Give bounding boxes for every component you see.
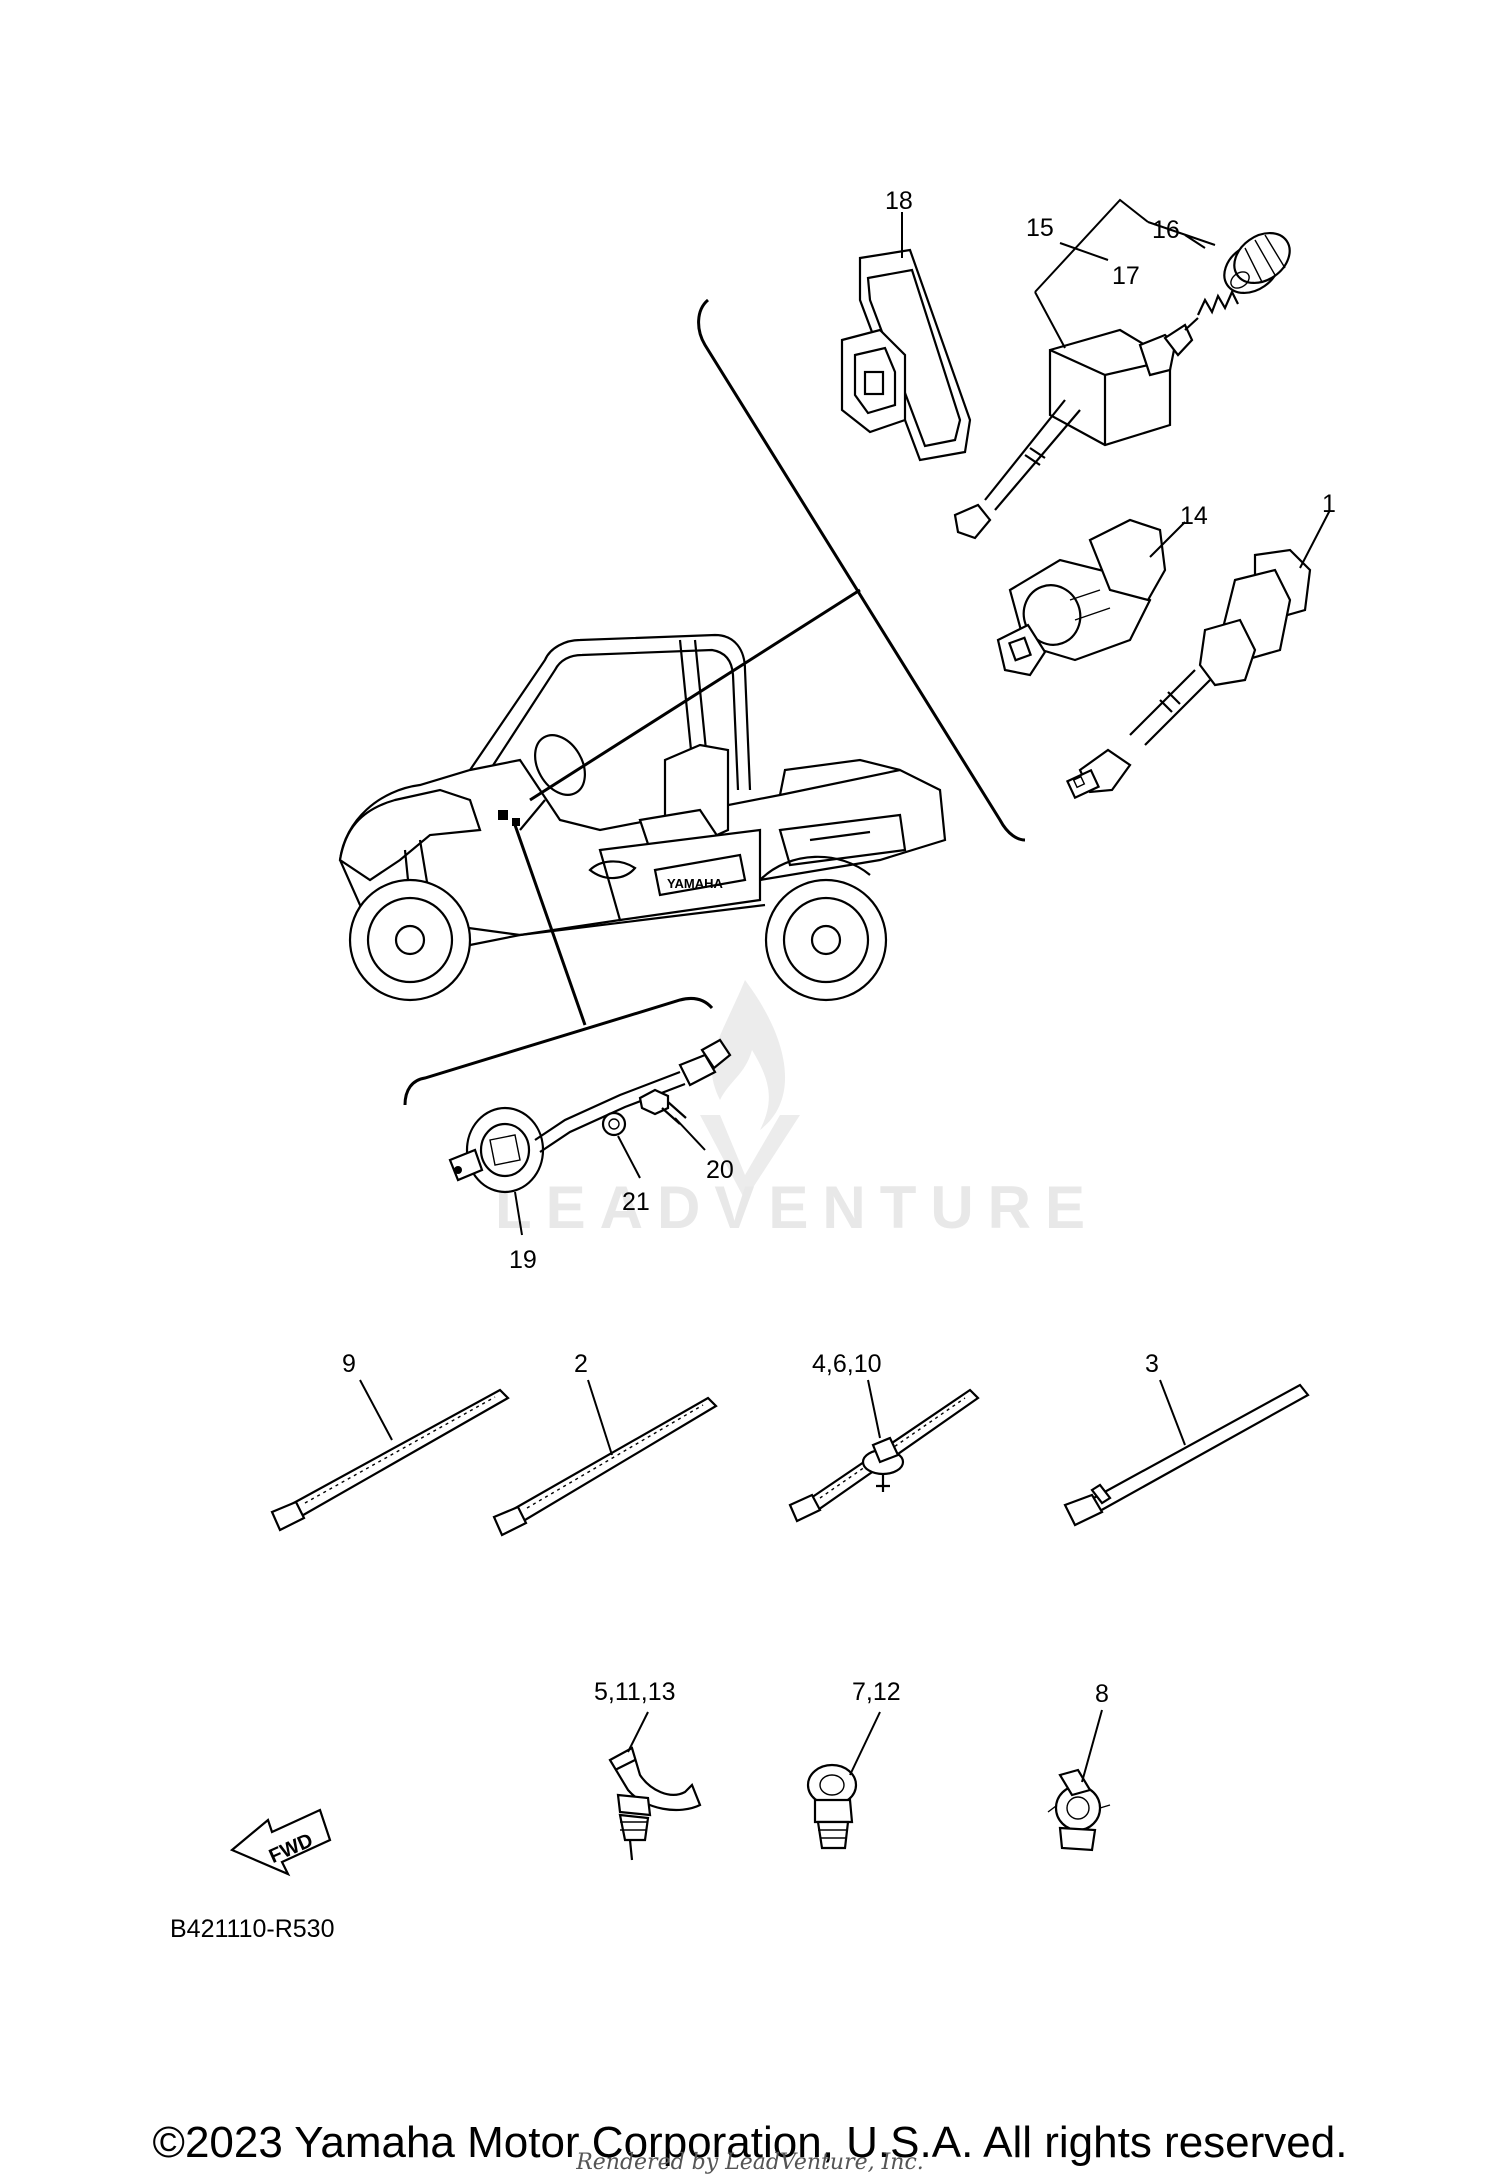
callout-4-6-10: 4,6,10 — [812, 1350, 882, 1378]
part-1-accessory-socket — [1065, 548, 1312, 800]
callout-19: 19 — [509, 1246, 537, 1274]
leader-19 — [514, 1191, 523, 1236]
vehicle-badge: YAMAHA — [667, 876, 723, 891]
leader-5-11-13 — [627, 1711, 649, 1753]
callout-9: 9 — [342, 1350, 356, 1378]
leader-14 — [1149, 521, 1186, 558]
pointer-to-top-group — [529, 588, 861, 802]
leader-8 — [1081, 1709, 1103, 1783]
part-21-grommet — [601, 1111, 627, 1137]
leader-17b — [1184, 234, 1206, 249]
part-19-sensor — [448, 1038, 732, 1194]
callout-17: 17 — [1112, 262, 1140, 290]
callout-3: 3 — [1145, 1350, 1159, 1378]
leader-4-6-10 — [867, 1379, 881, 1439]
callout-2: 2 — [574, 1350, 588, 1378]
leader-21 — [617, 1135, 641, 1179]
fwd-arrow-icon: FWD — [229, 1808, 332, 1877]
callout-16: 16 — [1152, 216, 1180, 244]
callout-8: 8 — [1095, 1680, 1109, 1708]
watermark-text: LEADVENTURE — [495, 1174, 1099, 1241]
callout-21: 21 — [622, 1188, 650, 1216]
part-17-spring — [1197, 289, 1239, 316]
part-5-11-13-clamp — [608, 1746, 702, 1861]
part-9-cable-tie — [270, 1388, 510, 1532]
leadventure-watermark: LEADVENTURE — [495, 980, 1099, 1241]
part-2-cable-tie — [492, 1396, 718, 1537]
callout-20: 20 — [706, 1156, 734, 1184]
callout-5-11-13: 5,11,13 — [594, 1678, 676, 1706]
part-14-switch — [996, 518, 1167, 677]
leader-2 — [587, 1379, 613, 1456]
part-16-knob — [1223, 231, 1291, 295]
callout-1: 1 — [1322, 490, 1336, 518]
callout-14: 14 — [1180, 502, 1208, 530]
diagram-code: B421110-R530 — [170, 1915, 334, 1943]
rendered-by-notice: Rendered by LeadVenture, Inc. — [576, 2150, 924, 2175]
copyright-notice: ©2023 Yamaha Motor Corporation, U.S.A. A… — [152, 2118, 1348, 2167]
pointer-to-bottom-group — [513, 824, 587, 1026]
group-divider-arc — [697, 298, 1026, 842]
leader-7-12 — [849, 1711, 881, 1776]
part-8-clamp — [1047, 1768, 1111, 1852]
leader-17 — [1059, 242, 1109, 261]
callout-18: 18 — [885, 187, 913, 215]
part-3-cable-tie — [1063, 1383, 1310, 1527]
part-20-bolt — [638, 1088, 687, 1125]
leader-1 — [1299, 509, 1331, 569]
leader-9 — [359, 1379, 393, 1441]
leader-3 — [1159, 1379, 1186, 1446]
part-4-6-10-cable-tie-clip — [788, 1388, 980, 1523]
part-18-connector-cover — [840, 248, 972, 462]
part-7-12-clamp — [806, 1763, 858, 1850]
part-15-switch-assembly — [953, 317, 1199, 540]
lower-divider-arc — [403, 996, 714, 1106]
leader-20 — [674, 1117, 706, 1151]
leader-15-bracket — [1034, 198, 1149, 349]
callout-7-12: 7,12 — [852, 1678, 901, 1706]
callout-15: 15 — [1026, 214, 1054, 242]
side-by-side-vehicle: YAMAHA — [338, 633, 947, 1002]
leader-16 — [1147, 221, 1216, 246]
